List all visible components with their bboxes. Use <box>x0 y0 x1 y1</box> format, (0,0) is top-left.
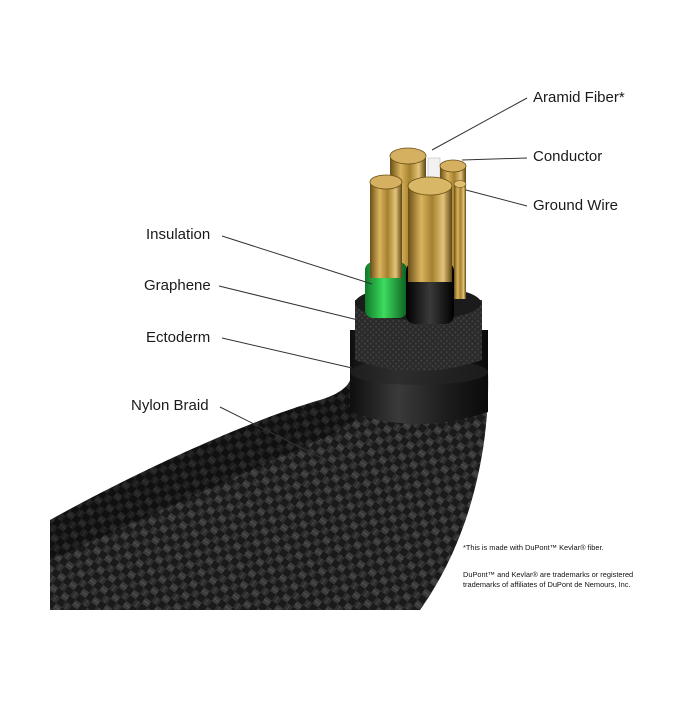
leader-aramid <box>431 97 528 151</box>
nylon-braid-body <box>50 372 489 610</box>
label-insulation: Insulation <box>146 226 211 243</box>
leader-lines <box>218 97 528 459</box>
leader-conductor <box>461 157 528 161</box>
label-graphene: Graphene <box>144 277 211 294</box>
leader-insulation <box>221 235 373 285</box>
label-nylon-braid: Nylon Braid <box>131 397 209 414</box>
conductor-front-end <box>407 176 453 196</box>
footnote-trademark-line2: trademarks of affiliates of DuPont de Ne… <box>463 580 631 589</box>
label-ectoderm: Ectoderm <box>146 329 211 346</box>
footnote-trademark-line1: DuPont™ and Kevlar® are trademarks or re… <box>463 570 634 579</box>
conductor-left <box>370 182 402 278</box>
ground-wire <box>454 184 466 299</box>
leader-ectoderm <box>221 337 353 369</box>
leader-ground-wire <box>465 189 528 207</box>
nylon-braid-shade <box>50 372 380 560</box>
conductor-back-left-end <box>389 147 427 165</box>
conductor-front <box>408 186 452 282</box>
leader-nylon-braid <box>219 406 323 459</box>
label-aramid-fiber: Aramid Fiber* <box>533 89 625 106</box>
label-ground-wire: Ground Wire <box>533 197 619 214</box>
conductor-left-end <box>369 174 403 190</box>
footnote-kevlar: *This is made with DuPont™ Kevlar® fiber… <box>463 543 604 552</box>
leader-graphene <box>218 285 359 321</box>
conductor-back-right-end <box>439 159 467 173</box>
label-conductor: Conductor <box>533 148 603 165</box>
ground-wire-end <box>453 180 467 188</box>
